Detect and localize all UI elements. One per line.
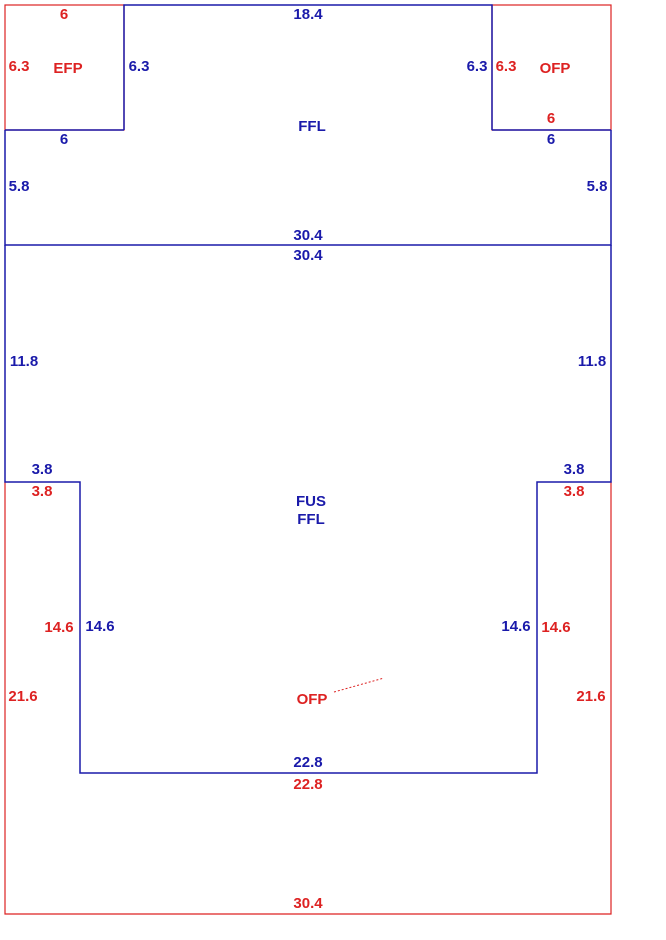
dim-notch-left-bottom: 6 bbox=[60, 131, 68, 148]
dim-top-left-height: 6.3 bbox=[9, 58, 30, 75]
dim-top-center-width: 18.4 bbox=[293, 6, 323, 23]
dim-inner-left-red: 14.6 bbox=[44, 619, 73, 636]
ffl-upper-outline bbox=[123, 4, 493, 130]
region-label-ffl-upper: FFL bbox=[298, 118, 326, 135]
dim-inner-bottom-blue: 22.8 bbox=[293, 754, 322, 771]
region-label-ofp-bottom: OFP bbox=[297, 691, 328, 708]
band-outline bbox=[4, 130, 612, 246]
region-label-ofp-top: OFP bbox=[540, 60, 571, 77]
dim-step-left-blue: 3.8 bbox=[32, 461, 53, 478]
dim-band-bottom-width: 30.4 bbox=[293, 227, 323, 244]
dim-middle-right-height: 11.8 bbox=[578, 353, 606, 370]
dim-middle-left-height: 11.8 bbox=[10, 353, 38, 370]
ofp-bottom-outline bbox=[4, 482, 612, 915]
dim-top-right-inner-height-blue: 6.3 bbox=[467, 58, 488, 75]
fus-outline bbox=[4, 245, 612, 774]
dim-step-left-red: 3.8 bbox=[32, 483, 53, 500]
dim-outer-right-height: 21.6 bbox=[576, 688, 605, 705]
dim-top-left-width: 6 bbox=[60, 6, 68, 23]
dim-top-right-inner-height-red: 6.3 bbox=[496, 58, 517, 75]
dim-step-right-red: 3.8 bbox=[564, 483, 585, 500]
dim-band-left-height: 5.8 bbox=[9, 178, 30, 195]
dim-outer-left-height: 21.6 bbox=[8, 688, 37, 705]
dim-inner-left-blue: 14.6 bbox=[85, 618, 114, 635]
dim-middle-top-width: 30.4 bbox=[293, 247, 323, 264]
dim-top-right-width: 6 bbox=[547, 110, 555, 127]
region-label-ffl-lower: FFL bbox=[297, 511, 325, 528]
dim-inner-right-blue: 14.6 bbox=[501, 618, 530, 635]
dim-step-right-blue: 3.8 bbox=[564, 461, 585, 478]
dim-outer-bottom-width: 30.4 bbox=[293, 895, 323, 912]
region-label-efp: EFP bbox=[53, 60, 82, 77]
ofp-pointer-line bbox=[333, 677, 385, 693]
dim-top-left-inner-height: 6.3 bbox=[129, 58, 150, 75]
region-label-fus: FUS bbox=[296, 493, 326, 510]
dim-notch-right-bottom: 6 bbox=[547, 131, 555, 148]
dim-inner-right-red: 14.6 bbox=[541, 619, 570, 636]
dim-band-right-height: 5.8 bbox=[587, 178, 608, 195]
dim-inner-bottom-red: 22.8 bbox=[293, 776, 322, 793]
